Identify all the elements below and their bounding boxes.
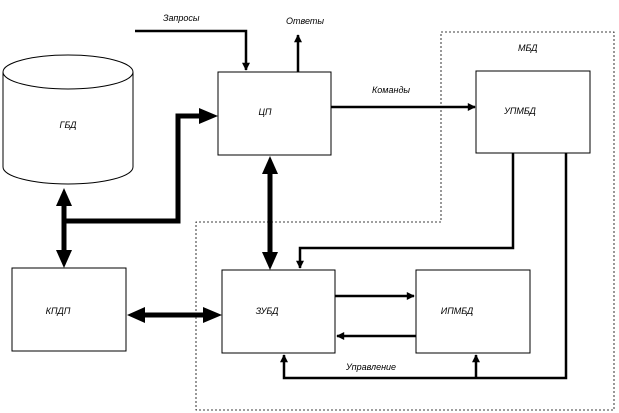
gbd-kpdp-arrowhead-up (56, 188, 72, 206)
gbd-database-cylinder: ГБД (2, 54, 134, 185)
kpdp-box (11, 267, 127, 352)
control-bus (280, 153, 568, 380)
gbd-cp-link (64, 113, 200, 224)
gbd-label: ГБД (60, 120, 78, 130)
upmbd-zubd-arrow (296, 153, 515, 269)
mbd-region-border (195, 31, 615, 411)
kpdp-label: КПДП (46, 306, 71, 316)
kpdp-zubd-arrowhead-left (127, 307, 145, 323)
gbd-cp-arrowhead (199, 108, 218, 124)
zubd-box (221, 269, 336, 354)
gbd-kpdp-arrowhead-down (56, 250, 72, 268)
kpdp-zubd-arrowhead-right (203, 307, 222, 323)
requests-arrow (135, 29, 250, 71)
requests-label: Запросы (163, 13, 200, 23)
ipmbd-label: ИПМБД (441, 306, 474, 316)
ipmbd-box (415, 269, 531, 354)
cp-box (217, 71, 332, 156)
upmbd-label: УПМБД (503, 106, 536, 116)
mbd-region-label: МБД (518, 43, 538, 53)
cp-zubd-arrowhead-down (262, 252, 278, 270)
answers-label: Ответы (286, 16, 324, 26)
control-label: Управление (345, 362, 396, 372)
cp-label: ЦП (258, 107, 272, 117)
zubd-label: ЗУБД (256, 306, 280, 316)
cp-zubd-arrowhead-up (262, 156, 278, 174)
upmbd-box (475, 70, 591, 154)
commands-label: Команды (372, 85, 410, 95)
